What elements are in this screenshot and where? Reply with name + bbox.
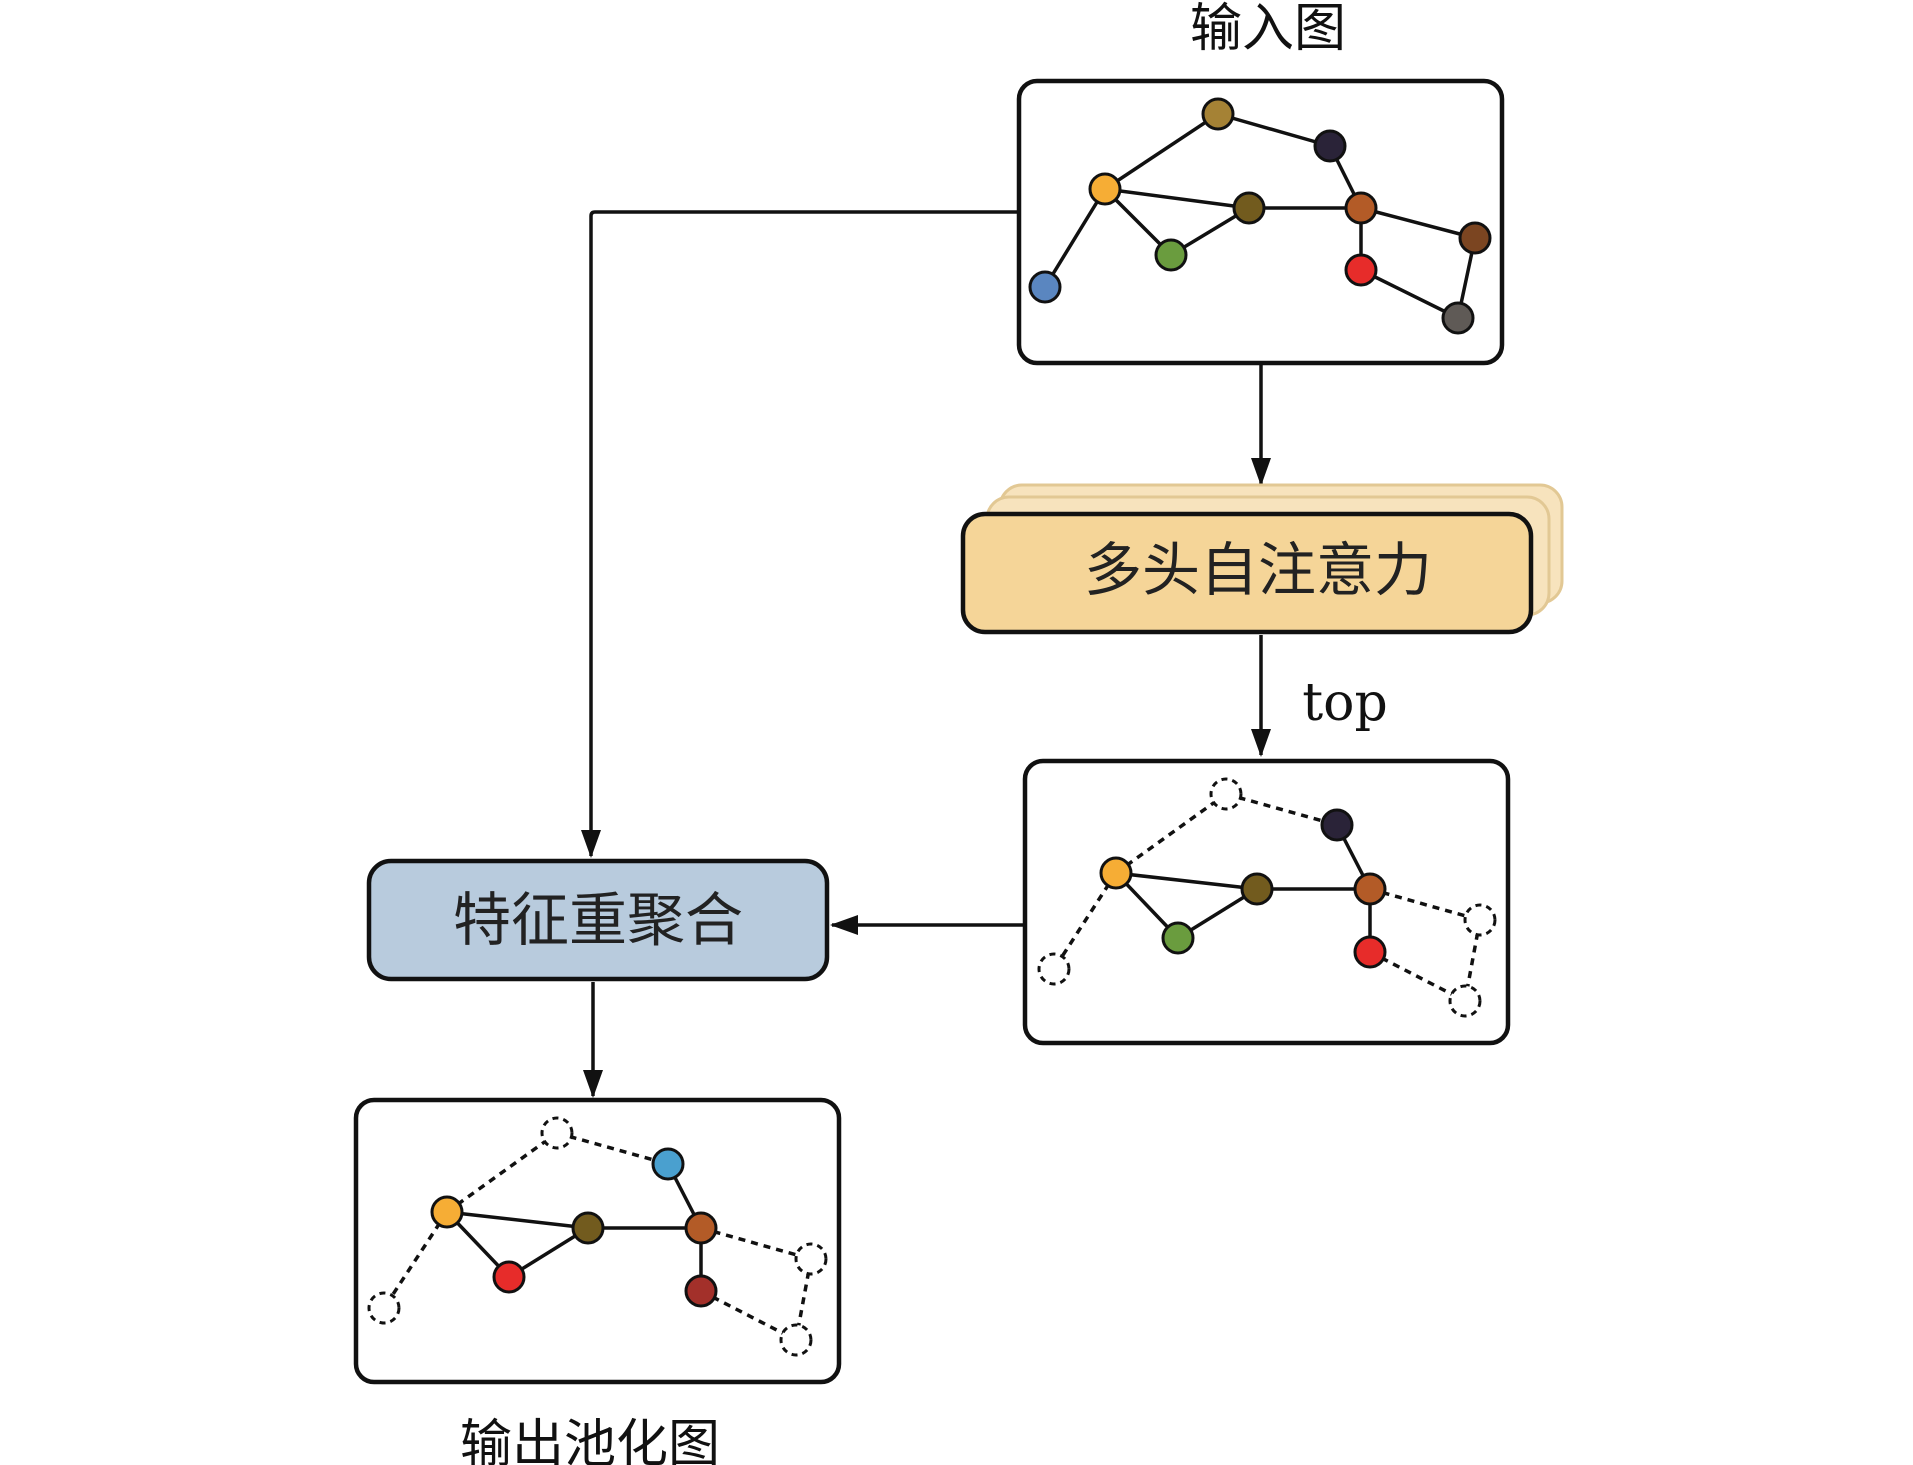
graph-edge [1104,112,1219,191]
graph-node [651,1147,685,1181]
graph-node [1232,191,1266,225]
graph-node [1458,221,1492,255]
graph-node-removed [367,1291,401,1325]
graph-node [1353,935,1387,969]
graph-node-removed [1037,952,1071,986]
input-graph-panel [1016,78,1505,366]
graph-node [1353,872,1387,906]
graph-edge [1043,188,1107,288]
graph-node-removed [540,1116,574,1150]
topk-graph-nodes [1037,777,1497,1018]
arrow-input-to-reaggregation [581,210,1018,858]
topk-graph-panel [1022,758,1511,1046]
reaggregation-block: 特征重聚合 [366,858,830,982]
graph-edge [1360,206,1476,240]
graph-edge-removed [700,1226,812,1261]
graph-edge [1217,112,1331,148]
graph-edge-removed [556,1131,669,1166]
top-label: top [1302,673,1388,733]
graph-node [1028,270,1062,304]
graph-edge [1115,871,1258,891]
graph-node [1320,808,1354,842]
graph-node [1099,856,1133,890]
graph-node [1344,253,1378,287]
graph-node [1161,921,1195,955]
graph-node-removed [1209,777,1243,811]
reaggregation-label: 特征重聚合 [453,886,743,954]
graph-edge-removed [1114,792,1228,875]
graph-node [1201,97,1235,131]
graph-node-removed [1463,903,1497,937]
graph-node-removed [794,1242,828,1276]
graph-node [684,1274,718,1308]
graph-edge-removed [1369,887,1481,922]
graph-edge-removed [382,1211,449,1309]
graph-edge-removed [1369,950,1466,1003]
graph-node [430,1195,464,1229]
graph-node-removed [1448,984,1482,1018]
graph-node [684,1211,718,1245]
graph-edge-removed [445,1131,559,1214]
graph-edge [1360,268,1459,320]
output-graph-panel [353,1097,842,1385]
graph-edge [446,1210,589,1230]
graph-node [492,1260,526,1294]
graph-node [1344,191,1378,225]
reaggregation-box [366,858,830,982]
attention-box [960,511,1534,635]
graph-edge-removed [1225,792,1338,827]
input-graph-nodes [1028,97,1492,335]
input-graph-label: 输入图 [1190,0,1346,59]
graph-node [1313,129,1347,163]
graph-node [1441,301,1475,335]
graph-node-removed [779,1323,813,1357]
input-graph-frame [1016,78,1505,366]
graph-node [1088,172,1122,206]
attention-block: 多头自注意力 [960,483,1564,635]
output-graph-label: 输出池化图 [460,1415,720,1465]
graph-node [1154,238,1188,272]
graph-edge [1104,187,1250,210]
graph-node [571,1211,605,1245]
attention-label: 多头自注意力 [1084,536,1432,604]
graph-edge-removed [1052,872,1118,970]
graph-edge-removed [700,1289,797,1342]
graph-node [1240,872,1274,906]
output-graph-nodes [367,1116,828,1357]
flow-arrows [581,210,1271,1098]
